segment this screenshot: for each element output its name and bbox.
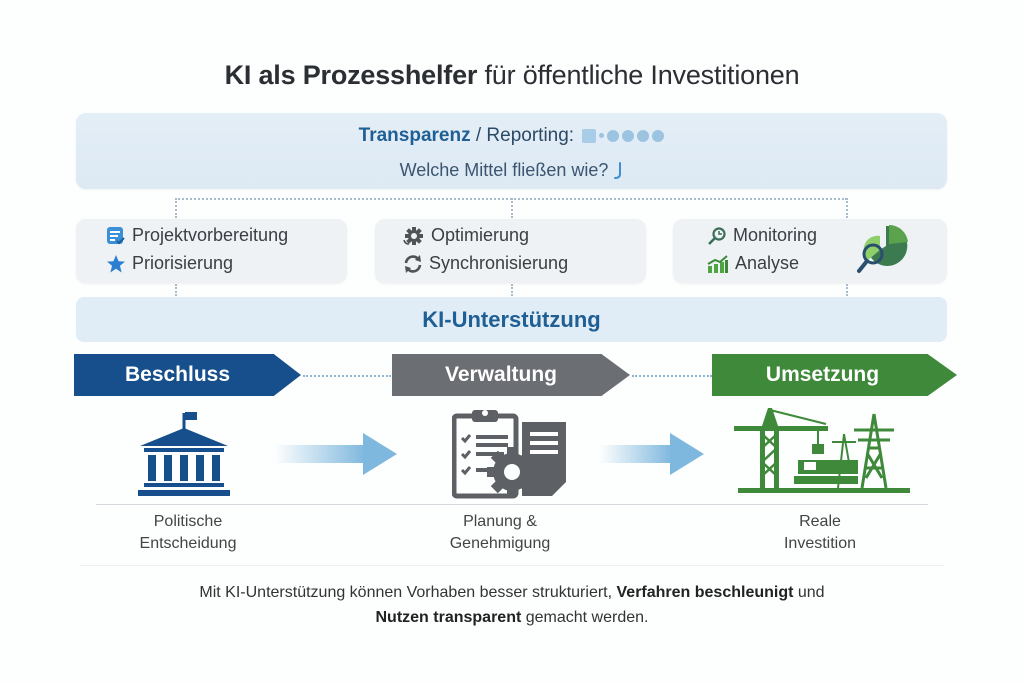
caption-line: Reale <box>799 513 841 530</box>
connector-line <box>511 284 513 296</box>
footer-text: und <box>793 584 825 601</box>
card-monitoring: Monitoring Analyse <box>673 219 947 283</box>
stage-label: Beschluss <box>74 354 301 396</box>
transparency-label: Transparenz <box>358 125 471 146</box>
connector-line <box>846 284 848 296</box>
connector-line <box>175 284 177 296</box>
item-label: Projektvorbereitung <box>132 225 289 245</box>
summary-text: Mit KI-Unterstützung können Vorhaben bes… <box>0 580 1024 630</box>
card-item: Projektvorbereitung <box>106 225 288 246</box>
flow-arrow-icon <box>275 433 397 475</box>
item-label: Monitoring <box>733 225 818 245</box>
sync-icon <box>404 254 422 273</box>
stage-connector <box>303 375 391 377</box>
caption-line: Planung & <box>463 513 537 530</box>
ki-support-bar: KI-Unterstützung <box>76 297 947 342</box>
stage-connector <box>632 375 712 377</box>
item-label: Optimierung <box>431 225 530 245</box>
flow-arrow-icon <box>600 433 704 475</box>
footer-emphasis: Nutzen transparent <box>375 609 522 626</box>
connector-line <box>175 198 177 218</box>
card-item: Analyse <box>707 253 799 274</box>
card-item: Monitoring <box>707 225 817 246</box>
caption-reale-investition: Reale Investition <box>740 511 900 555</box>
page-title: KI als Prozesshelfer für öffentliche Inv… <box>0 60 1024 91</box>
progress-dots-icon <box>579 125 665 146</box>
footer-text: gemacht werden. <box>521 609 649 626</box>
pie-chart-magnifier-icon <box>857 224 908 273</box>
transparency-box: Transparenz / Reporting: Welche Mittel f… <box>76 113 947 189</box>
bar-chart-icon <box>707 254 728 273</box>
stage-verwaltung: Verwaltung <box>392 354 630 396</box>
title-bold: KI als Prozesshelfer <box>224 60 478 90</box>
question-text: Welche Mittel fließen wie? <box>399 160 609 180</box>
divider <box>96 504 928 505</box>
stage-beschluss: Beschluss <box>74 354 301 396</box>
card-item: Optimierung <box>401 225 529 246</box>
transparency-heading: Transparenz / Reporting: <box>76 125 947 147</box>
item-label: Synchronisierung <box>429 253 569 273</box>
connector-line <box>846 198 848 218</box>
government-building-icon <box>138 412 230 496</box>
divider <box>80 565 944 566</box>
card-item: Priorisierung <box>106 253 233 274</box>
magnifier-icon <box>708 226 726 245</box>
title-rest: für öffentliche Investitionen <box>477 60 800 90</box>
star-icon <box>107 254 125 272</box>
item-label: Priorisierung <box>132 253 234 273</box>
connector-line <box>511 198 513 218</box>
stage-umsetzung: Umsetzung <box>712 354 957 396</box>
caption-politische-entscheidung: Politische Entscheidung <box>108 511 268 555</box>
stage-label: Verwaltung <box>392 354 630 396</box>
caption-line: Politische <box>153 513 223 530</box>
ki-support-label: KI-Unterstützung <box>422 307 601 332</box>
card-item: Synchronisierung <box>403 253 568 274</box>
footer-text: Mit KI-Unterstützung können Vorhaben bes… <box>199 584 617 601</box>
footer-emphasis: Verfahren beschleunigt <box>616 584 794 601</box>
hook-icon <box>614 162 622 180</box>
caption-planung-genehmigung: Planung & Genehmigung <box>420 511 580 555</box>
stage-label: Umsetzung <box>712 354 957 396</box>
card-preparation: Projektvorbereitung Priorisierung <box>76 219 347 283</box>
caption-line: Genehmigung <box>449 535 551 552</box>
clipboard-gear-icon <box>452 410 566 499</box>
item-label: Analyse <box>735 253 800 273</box>
caption-line: Investition <box>783 535 857 552</box>
card-optimization: Optimierung Synchronisierung <box>375 219 646 283</box>
gear-icon <box>403 226 423 245</box>
transparency-question: Welche Mittel fließen wie? <box>76 160 947 181</box>
checklist-icon <box>107 226 125 244</box>
reporting-label: / Reporting: <box>470 125 575 146</box>
caption-line: Entscheidung <box>139 535 237 552</box>
crane-powerline-icon <box>734 408 910 493</box>
